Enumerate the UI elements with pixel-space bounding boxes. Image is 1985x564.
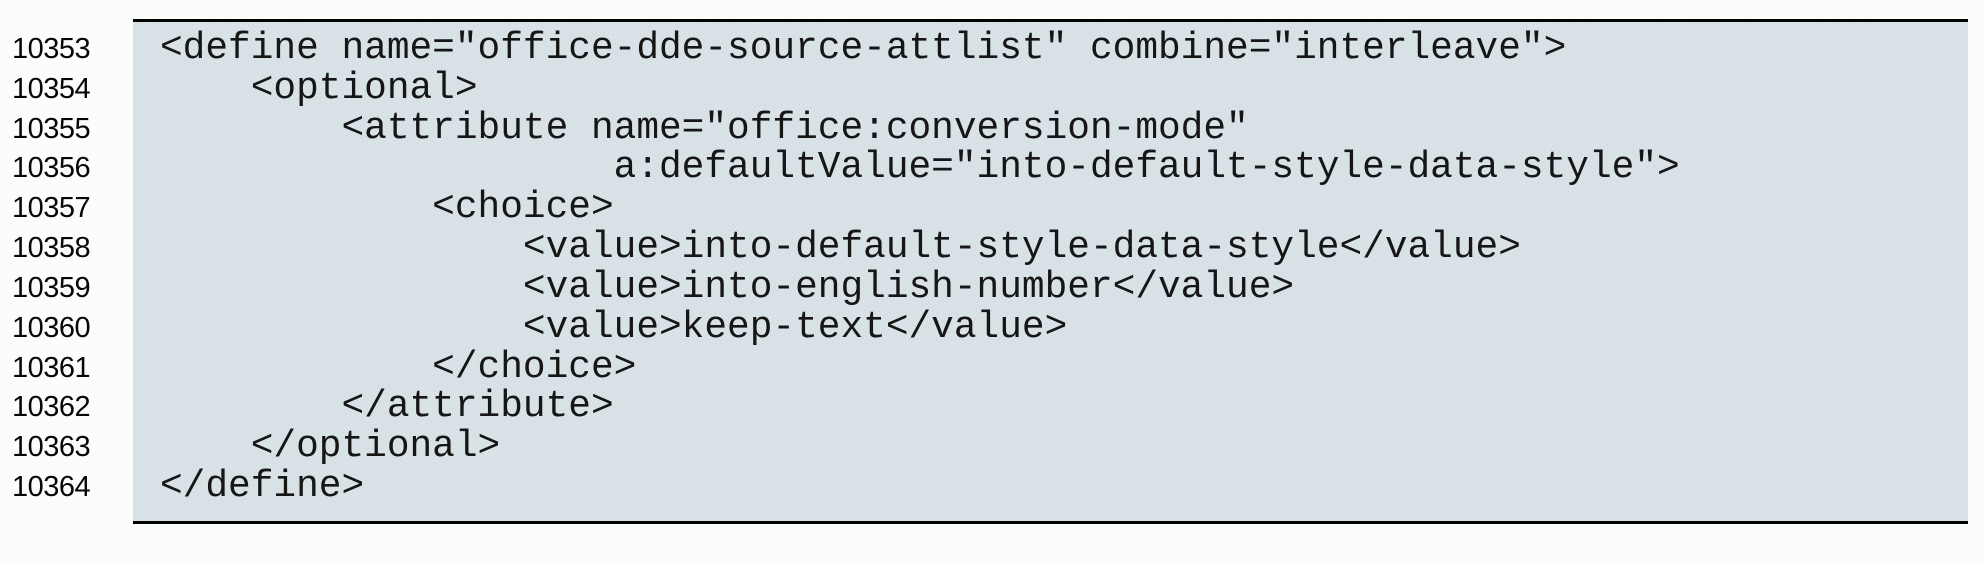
line-number: 10361 — [12, 351, 91, 384]
code-line: <choice> — [160, 187, 614, 230]
code-line: <value>into-english-number</value> — [160, 266, 1295, 309]
code-line: </optional> — [160, 426, 501, 469]
line-number: 10355 — [12, 112, 91, 145]
line-number: 10359 — [12, 271, 91, 304]
code-line: <define name="office-dde-source-attlist"… — [160, 28, 1567, 70]
line-number: 10358 — [12, 232, 91, 265]
line-number-gutter: 10353 10354 10355 10356 10357 10358 1035… — [0, 19, 133, 524]
code-line: <value>keep-text</value> — [160, 306, 1068, 349]
line-number: 10360 — [12, 311, 91, 344]
code-line: </define> — [160, 466, 365, 509]
line-number: 10354 — [12, 72, 91, 105]
code-line: <attribute name="office:conversion-mode" — [160, 107, 1249, 150]
code-line: </choice> — [160, 346, 637, 389]
code-line: </attribute> — [160, 386, 614, 429]
code-line: <value>into-default-style-data-style</va… — [160, 227, 1521, 270]
code-line: a:defaultValue="into-default-style-data-… — [160, 147, 1680, 190]
line-number: 10357 — [12, 192, 91, 225]
line-number: 10353 — [12, 33, 91, 65]
line-number: 10364 — [12, 471, 91, 504]
line-number: 10362 — [12, 391, 91, 424]
code-text: <define name="office-dde-source-attlist"… — [133, 22, 1968, 521]
line-number: 10356 — [12, 152, 91, 185]
line-number: 10363 — [12, 431, 91, 464]
code-panel: <define name="office-dde-source-attlist"… — [133, 19, 1968, 524]
code-listing: 10353 10354 10355 10356 10357 10358 1035… — [0, 19, 1985, 524]
code-line: <optional> — [160, 67, 478, 110]
